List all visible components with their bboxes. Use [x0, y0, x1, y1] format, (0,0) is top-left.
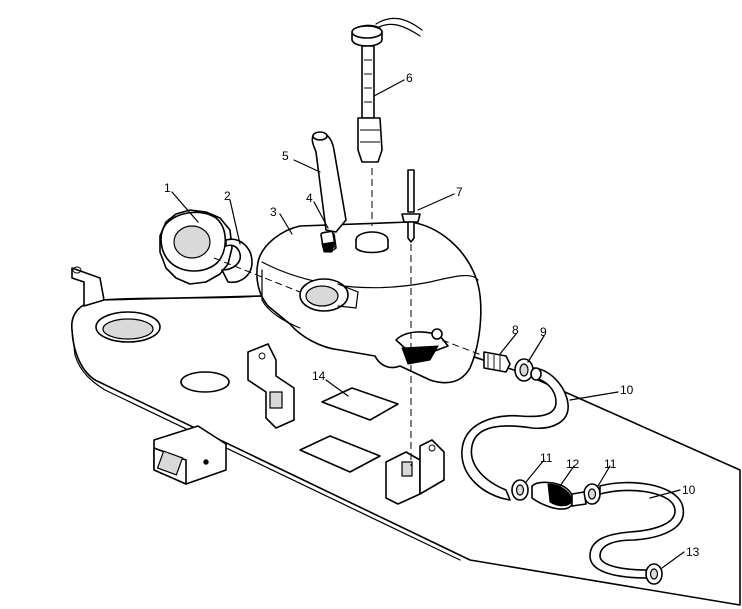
callout-5: 5 — [282, 149, 289, 163]
part-9-clamp — [514, 358, 534, 382]
callout-13: 13 — [686, 545, 700, 559]
part-10-hose-upper — [461, 367, 569, 501]
part-6-dipstick — [351, 17, 423, 163]
callout-11-left: 11 — [540, 451, 553, 465]
leader-lines — [171, 79, 685, 569]
callout-3: 3 — [270, 205, 277, 219]
part-8-fitting — [483, 351, 511, 373]
callout-12: 12 — [566, 457, 580, 471]
part-7-push-rivet — [401, 169, 421, 243]
callout-8: 8 — [512, 323, 519, 337]
part-14-pad — [321, 387, 399, 421]
callout-10-lower: 10 — [682, 483, 696, 497]
part-3-oil-tank — [256, 221, 482, 384]
callout-7: 7 — [456, 185, 463, 199]
part-5-vent-hose — [311, 131, 347, 233]
callout-9: 9 — [540, 325, 547, 339]
part-2-gasket — [221, 238, 253, 284]
callout-11-right: 11 — [604, 457, 617, 471]
part-11-clamp-right — [583, 483, 601, 505]
callout-labels: 1 2 3 4 5 6 7 8 9 10 11 12 11 10 13 14 — [164, 71, 700, 559]
frame-plate — [71, 266, 741, 606]
part-1-tank-cap — [159, 209, 233, 285]
part-11-clamp-left — [511, 479, 529, 501]
part-13-clamp — [645, 563, 663, 585]
callout-14: 14 — [312, 369, 326, 383]
callout-2: 2 — [224, 189, 231, 203]
callout-4: 4 — [306, 191, 313, 205]
part-4-fitting — [320, 230, 336, 253]
alignment-lines — [213, 168, 485, 466]
callout-6: 6 — [406, 71, 413, 85]
callout-1: 1 — [164, 181, 171, 195]
part-12-inline-filter — [531, 481, 587, 510]
callout-10-upper: 10 — [620, 383, 634, 397]
